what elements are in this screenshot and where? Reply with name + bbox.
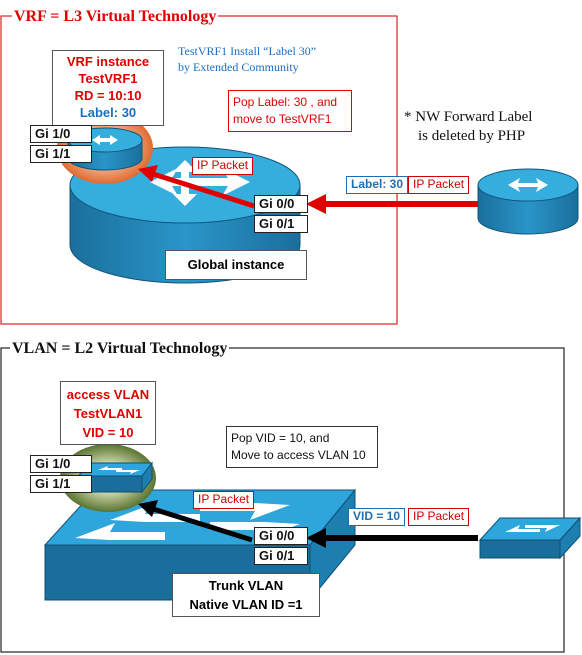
vrf-section-title: VRF = L3 Virtual Technology <box>12 8 219 26</box>
vrf-port-gi1-1: Gi 1/1 <box>30 145 92 163</box>
vlan-incoming-vid: VID = 10 <box>348 508 406 526</box>
vlan-frame <box>0 347 565 653</box>
vlan-port-gi0-0: Gi 0/0 <box>254 527 308 545</box>
remote-switch-icon <box>478 516 582 560</box>
vrf-inner-arrow-icon <box>138 165 255 209</box>
access-vlan-line3: VID = 10 <box>82 425 134 440</box>
access-switch-icon <box>76 461 154 494</box>
vlan-incoming-arrow-icon <box>306 528 478 548</box>
vrf-pop-note-line2: move to TestVRF1 <box>233 112 332 126</box>
vrf-install-note-line2: by Extended Community <box>178 60 299 74</box>
php-note-line2: is deleted by PHP <box>418 128 526 144</box>
vrf-port-gi0-0: Gi 0/0 <box>254 195 308 213</box>
vrf-pop-note-line1: Pop Label: 30 , and <box>233 95 338 109</box>
access-vlan-box: access VLAN TestVLAN1 VID = 10 <box>60 381 156 445</box>
trunk-vlan-line2: Native VLAN ID =1 <box>189 597 303 612</box>
trunk-vlan-box: Trunk VLAN Native VLAN ID =1 <box>172 573 320 617</box>
vlan-port-gi1-0: Gi 1/0 <box>30 455 92 473</box>
vrf-pop-note: Pop Label: 30 , and move to TestVRF1 <box>228 90 352 132</box>
vlan-port-gi1-1: Gi 1/1 <box>30 475 92 493</box>
vrf-incoming-label: Label: 30 <box>346 176 409 194</box>
access-vlan-line1: access VLAN <box>66 387 150 402</box>
remote-router-icon <box>477 168 579 235</box>
vlan-pop-note-line2: Move to access VLAN 10 <box>231 448 366 462</box>
vrf-instance-line1: VRF instance <box>66 54 150 69</box>
vlan-inner-arrow-icon <box>138 500 253 543</box>
vrf-port-gi0-1: Gi 0/1 <box>254 215 308 233</box>
access-vlan-line2: TestVLAN1 <box>73 406 143 421</box>
vrf-install-note: TestVRF1 Install “Label 30” by Extended … <box>178 43 316 75</box>
vrf-install-note-line1: TestVRF1 Install “Label 30” <box>178 44 317 58</box>
vrf-instance-line2: TestVRF1 <box>78 71 138 86</box>
vlan-pop-note-line1: Pop VID = 10, and <box>231 431 330 445</box>
php-note-line1: * NW Forward Label <box>404 109 533 125</box>
vrf-port-gi1-0: Gi 1/0 <box>30 125 92 143</box>
vrf-instance-box: VRF instance TestVRF1 RD = 10:10 Label: … <box>52 50 164 126</box>
global-instance-label: Global instance <box>165 250 307 280</box>
vrf-instance-line4: Label: 30 <box>79 105 137 120</box>
vlan-port-gi0-1: Gi 0/1 <box>254 547 308 565</box>
vrf-incoming-ip-packet: IP Packet <box>408 176 470 194</box>
vrf-incoming-arrow-icon <box>306 194 478 214</box>
vlan-inner-ip-packet: IP Packet <box>193 491 255 509</box>
vrf-instance-line3: RD = 10:10 <box>74 88 142 103</box>
php-note: * NW Forward Label is deleted by PHP <box>404 108 532 146</box>
vrf-inner-ip-packet: IP Packet <box>192 157 254 175</box>
vlan-section-title: VLAN = L2 Virtual Technology <box>10 340 230 358</box>
trunk-vlan-line1: Trunk VLAN <box>208 578 284 593</box>
vlan-pop-note: Pop VID = 10, and Move to access VLAN 10 <box>226 426 378 468</box>
vlan-incoming-ip-packet: IP Packet <box>408 508 470 526</box>
